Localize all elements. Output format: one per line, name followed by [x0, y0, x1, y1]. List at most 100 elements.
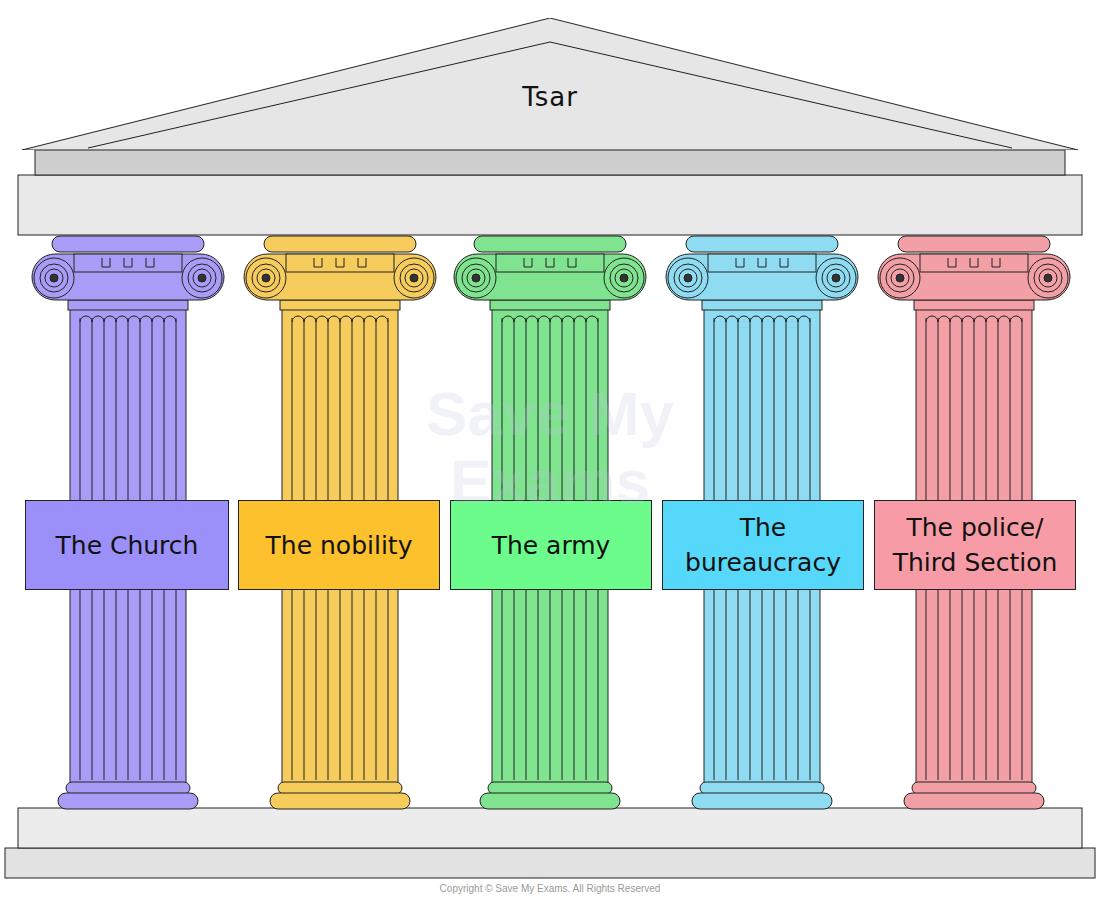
column-detail — [124, 258, 132, 267]
pillar-label-box: The army — [450, 500, 652, 590]
column-volute — [198, 274, 206, 282]
column-volute — [45, 269, 63, 287]
column-flute — [340, 316, 352, 322]
column-volute — [394, 258, 434, 298]
column-volute — [472, 274, 480, 282]
column-volute — [182, 258, 222, 298]
column-volute — [193, 269, 211, 287]
column-base — [904, 793, 1044, 809]
column-detail — [336, 258, 344, 267]
column-base — [488, 782, 612, 794]
temple-entablature — [18, 175, 1082, 235]
column-abacus — [898, 236, 1050, 252]
column-neck — [68, 300, 188, 310]
column-volute — [620, 274, 628, 282]
column-detail — [546, 258, 554, 267]
column-detail — [970, 258, 978, 267]
column-flute — [140, 316, 152, 322]
column-abacus — [474, 236, 626, 252]
watermark: Save My Exams — [380, 380, 720, 516]
column-volute — [257, 269, 275, 287]
column-base — [58, 793, 198, 809]
column-flute — [774, 316, 786, 322]
column-detail — [992, 258, 1000, 267]
column-volute — [1034, 264, 1062, 292]
ruler-title: Tsar — [522, 82, 578, 112]
temple-platform — [18, 808, 1082, 848]
pillar-label-box: The Church — [25, 500, 229, 590]
column-detail — [314, 258, 322, 267]
column-flute — [938, 316, 950, 322]
column-echinus — [708, 254, 816, 272]
column-base — [66, 782, 190, 794]
column-volute — [610, 264, 638, 292]
column-volute — [832, 274, 840, 282]
column-flute — [352, 316, 364, 322]
column-volute — [1044, 274, 1052, 282]
column-detail — [146, 258, 154, 267]
column-flute — [574, 316, 586, 322]
column-echinus — [920, 254, 1028, 272]
column-neck — [280, 300, 400, 310]
column-volute — [668, 258, 708, 298]
column-volute — [822, 264, 850, 292]
column-base — [912, 782, 1036, 794]
column-volute-band — [454, 254, 646, 300]
column-volute-band — [666, 254, 858, 300]
column-detail — [568, 258, 576, 267]
pillar-label-box: The police/ Third Section — [874, 500, 1076, 590]
column-flute — [562, 316, 574, 322]
pillar-label: The army — [492, 528, 611, 563]
column-volute — [246, 258, 286, 298]
column-volute — [252, 264, 280, 292]
column-flute — [738, 316, 750, 322]
column-flute — [762, 316, 774, 322]
pediment-inner — [88, 42, 1012, 148]
column-flute — [514, 316, 526, 322]
column-volute — [827, 269, 845, 287]
column-volute-band — [32, 254, 224, 300]
column-detail — [736, 258, 744, 267]
column-flute — [786, 316, 798, 322]
column-detail — [948, 258, 956, 267]
column-flute — [128, 316, 140, 322]
column-base — [480, 793, 620, 809]
column-flute — [950, 316, 962, 322]
column-volute — [34, 258, 74, 298]
column-detail — [524, 258, 532, 267]
column-volute — [891, 269, 909, 287]
column-volute — [410, 274, 418, 282]
column-volute — [684, 274, 692, 282]
column-base — [278, 782, 402, 794]
column-flute — [550, 316, 562, 322]
column-flute — [986, 316, 998, 322]
column-flute — [926, 316, 938, 322]
column-volute — [50, 274, 58, 282]
pillar-label: The Church — [56, 528, 199, 563]
column-volute — [467, 269, 485, 287]
temple-cornice — [35, 150, 1065, 175]
column-echinus — [496, 254, 604, 272]
column-flute — [526, 316, 538, 322]
column-flute — [164, 316, 176, 322]
column-volute — [674, 264, 702, 292]
column-flute — [1010, 316, 1022, 322]
pillar-label: The police/ Third Section — [881, 510, 1069, 580]
column-flute — [328, 316, 340, 322]
column-flute — [538, 316, 550, 322]
column-volute — [816, 258, 856, 298]
column-volute — [604, 258, 644, 298]
column-echinus — [286, 254, 394, 272]
pillar-label-box: The nobility — [238, 500, 440, 590]
column-volute — [456, 258, 496, 298]
column-flute — [798, 316, 810, 322]
pediment-shape — [22, 18, 1078, 150]
column-detail — [358, 258, 366, 267]
column — [878, 236, 1070, 809]
column-flute — [152, 316, 164, 322]
column-neck — [490, 300, 610, 310]
column-flute — [376, 316, 388, 322]
column-flute — [502, 316, 514, 322]
column-flute — [998, 316, 1010, 322]
column-flute — [364, 316, 376, 322]
